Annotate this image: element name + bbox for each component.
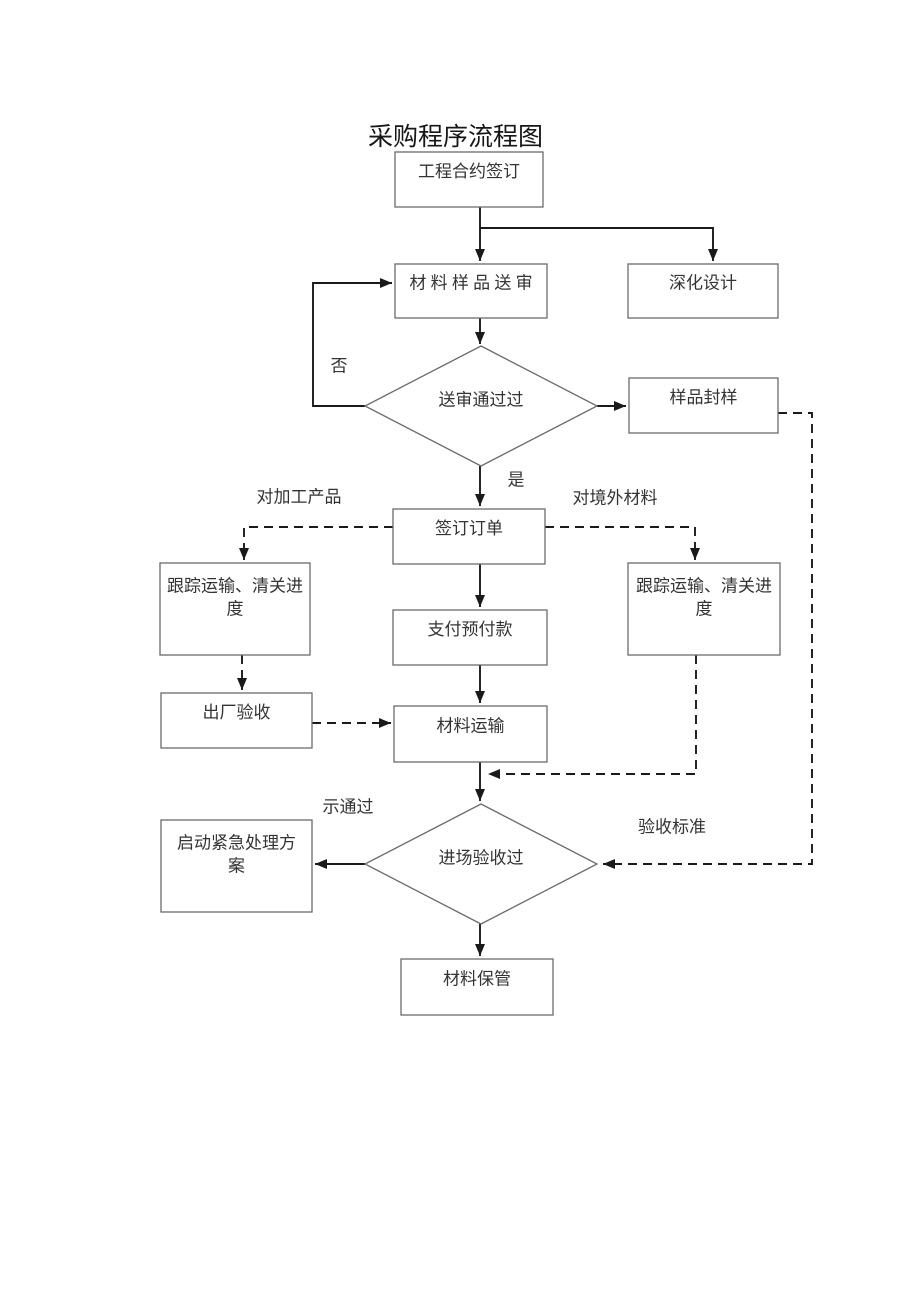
node-label-emergency: 案 bbox=[228, 857, 245, 876]
label-acceptance-standard: 验收标准 bbox=[638, 818, 706, 837]
node-label-sign-order: 签订订单 bbox=[435, 519, 503, 538]
node-transport: 材料运输 bbox=[393, 705, 548, 763]
node-label-track-right: 度 bbox=[696, 600, 713, 619]
edge-order-to-track-right bbox=[545, 526, 700, 560]
node-label-contract: 工程合约签订 bbox=[418, 162, 520, 181]
node-storage: 材料保管 bbox=[400, 958, 554, 1016]
edge-review-no-loop bbox=[312, 278, 392, 407]
edge-contract-branch-to-deepen-design bbox=[480, 227, 718, 261]
node-label-emergency: 启动紧急处理方 bbox=[177, 834, 296, 853]
node-label-track-left: 度 bbox=[227, 600, 244, 619]
node-site-check: 进场验收过 bbox=[363, 803, 599, 925]
node-label-site-check: 进场验收过 bbox=[439, 849, 524, 868]
node-label-sample-seal: 样品封样 bbox=[670, 388, 738, 407]
node-label-track-right: 跟踪运输、清关进 bbox=[636, 577, 772, 596]
edge-order-to-track-left bbox=[239, 526, 393, 560]
node-review-pass: 送审通过过 bbox=[363, 345, 599, 467]
label-yes: 是 bbox=[508, 471, 525, 490]
node-deepen-design: 深化设计 bbox=[627, 263, 779, 319]
node-contract: 工程合约签订 bbox=[394, 151, 544, 208]
node-label-prepay: 支付预付款 bbox=[428, 620, 513, 639]
node-label-sample-submit: 材 料 样 品 送 审 bbox=[409, 274, 532, 293]
node-sample-submit: 材 料 样 品 送 审 bbox=[394, 263, 548, 319]
node-factory-accept: 出厂验收 bbox=[160, 692, 313, 749]
label-overseas-materials: 对境外材料 bbox=[573, 489, 658, 508]
node-label-review-pass: 送审通过过 bbox=[439, 391, 524, 410]
node-prepay: 支付预付款 bbox=[392, 609, 548, 666]
edge-sample-seal-to-site-check bbox=[603, 412, 813, 869]
label-not-pass: 示通过 bbox=[323, 798, 374, 817]
label-no: 否 bbox=[331, 357, 348, 376]
node-label-deepen-design: 深化设计 bbox=[669, 274, 737, 293]
node-sign-order: 签订订单 bbox=[392, 508, 546, 565]
node-label-track-left: 跟踪运输、清关进 bbox=[167, 577, 303, 596]
label-processed-products: 对加工产品 bbox=[257, 488, 342, 507]
page-title: 采购程序流程图 bbox=[368, 124, 544, 151]
node-label-factory-accept: 出厂验收 bbox=[203, 703, 271, 722]
node-sample-seal: 样品封样 bbox=[628, 377, 779, 434]
edge-track-right-join-center bbox=[488, 655, 697, 779]
node-label-storage: 材料保管 bbox=[443, 970, 511, 989]
node-label-transport: 材料运输 bbox=[437, 717, 505, 736]
